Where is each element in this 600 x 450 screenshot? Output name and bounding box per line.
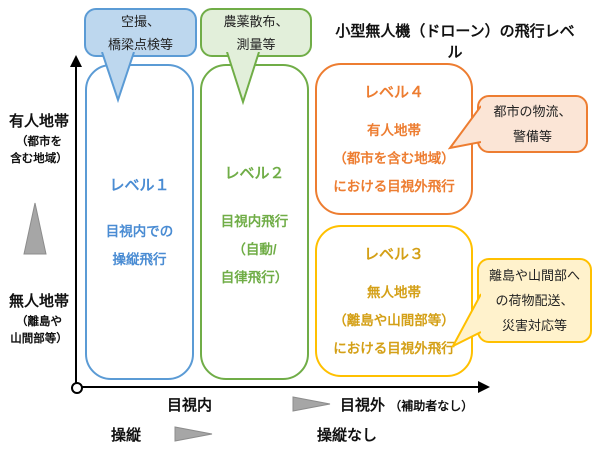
callout-aerial-line1: 空撮、: [120, 13, 160, 29]
level2-title: レベル２: [224, 165, 285, 182]
callout-island-delivery: 離島や山間部へ の荷物配送、 災害対応等: [477, 258, 592, 343]
callout-city-logistics: 都市の物流、 警備等: [477, 95, 588, 153]
manned-area-sublabel: （都市を 含む地域）: [2, 134, 76, 168]
level3-title: レベル３: [363, 246, 424, 263]
beyond-visual-range-label: 目視外 （補助者なし）: [340, 394, 473, 415]
level3-box: レベル３ 無人地帯 （離島や山間部等） における目視外飛行: [315, 225, 473, 377]
level4-description: 有人地帯 （都市を含む地域） における目視外飛行: [317, 117, 471, 201]
callout-city-tail-icon: [448, 105, 481, 150]
level1-desc-line1: 目視内での: [105, 224, 174, 239]
level4-title: レベル４: [363, 84, 424, 101]
x-axis-arrowhead-icon: [478, 381, 490, 393]
level1-box: レベル１ 目視内での 操縦飛行: [85, 64, 194, 380]
level2-desc-line3: 自律飛行）: [220, 270, 289, 285]
callout-island-tail-icon: [451, 293, 481, 349]
level4-box: レベル４ 有人地帯 （都市を含む地域） における目視外飛行: [315, 63, 473, 215]
origin-point-icon: [71, 382, 83, 394]
callout-island-line2: の荷物配送、: [495, 293, 574, 308]
up-triangle-icon: [23, 202, 47, 255]
callout-agriculture-survey: 農薬散布、 測量等: [200, 8, 312, 57]
level1-description: 目視内での 操縦飛行: [87, 218, 192, 274]
beyond-visual-note: （補助者なし）: [389, 399, 474, 413]
level3-description: 無人地帯 （離島や山間部等） における目視外飛行: [317, 279, 471, 363]
visual-range-label: 目視内: [167, 397, 213, 414]
manned-area-sub-line1: （都市を: [16, 136, 62, 148]
beyond-visual-text: 目視外: [340, 397, 386, 414]
callout-island-line3: 災害対応等: [501, 318, 567, 333]
callout-island-line1: 離島や山間部へ: [488, 268, 580, 283]
level2-box: レベル２ 目視内飛行 （自動/ 自律飛行）: [200, 64, 309, 380]
level3-desc-line2: （離島や山間部等）: [333, 313, 455, 328]
y-axis-arrowhead-icon: [70, 55, 82, 67]
callout-aerial-line2: 橋梁点検等: [107, 36, 173, 52]
right-arrow-icon-visual: [292, 396, 331, 412]
unmanned-area-sub-line1: （離島や: [16, 316, 62, 328]
callout-city-line1: 都市の物流、: [493, 104, 572, 119]
manned-area-sub-line2: 含む地域）: [10, 153, 68, 165]
level4-desc-line2: （都市を含む地域）: [333, 151, 455, 166]
right-arrow-icon-pilot: [174, 426, 213, 442]
callout-agriculture-line2: 測量等: [236, 36, 276, 52]
y-axis-line: [75, 66, 77, 387]
manned-area-label: 有人地帯: [8, 113, 69, 130]
level1-title: レベル１: [109, 177, 170, 194]
level2-desc-line2: （自動/: [232, 242, 277, 257]
x-axis-line: [76, 386, 480, 388]
unmanned-area-label: 無人地帯: [8, 293, 69, 310]
level2-desc-line1: 目視内飛行: [220, 214, 289, 229]
callout-aerial-tail-icon: [101, 52, 135, 104]
callout-agriculture-tail-icon: [226, 52, 260, 106]
piloted-label: 操縦: [111, 427, 142, 444]
level3-desc-line3: における目視外飛行: [333, 341, 455, 356]
unpiloted-label: 操縦なし: [317, 427, 378, 444]
unmanned-area-sub-line2: 山間部等）: [10, 333, 68, 345]
callout-agriculture-line1: 農薬散布、: [223, 13, 289, 29]
level1-desc-line2: 操縦飛行: [112, 252, 167, 267]
level3-desc-line1: 無人地帯: [367, 285, 421, 300]
level2-description: 目視内飛行 （自動/ 自律飛行）: [202, 208, 307, 292]
callout-city-line2: 警備等: [512, 129, 552, 144]
level4-desc-line3: における目視外飛行: [333, 179, 455, 194]
level4-desc-line1: 有人地帯: [367, 123, 421, 138]
page-title: 小型無人機（ドローン）の飛行レベル: [335, 23, 575, 61]
unmanned-area-sublabel: （離島や 山間部等）: [2, 314, 76, 348]
callout-aerial-photography: 空撮、 橋梁点検等: [84, 8, 197, 57]
